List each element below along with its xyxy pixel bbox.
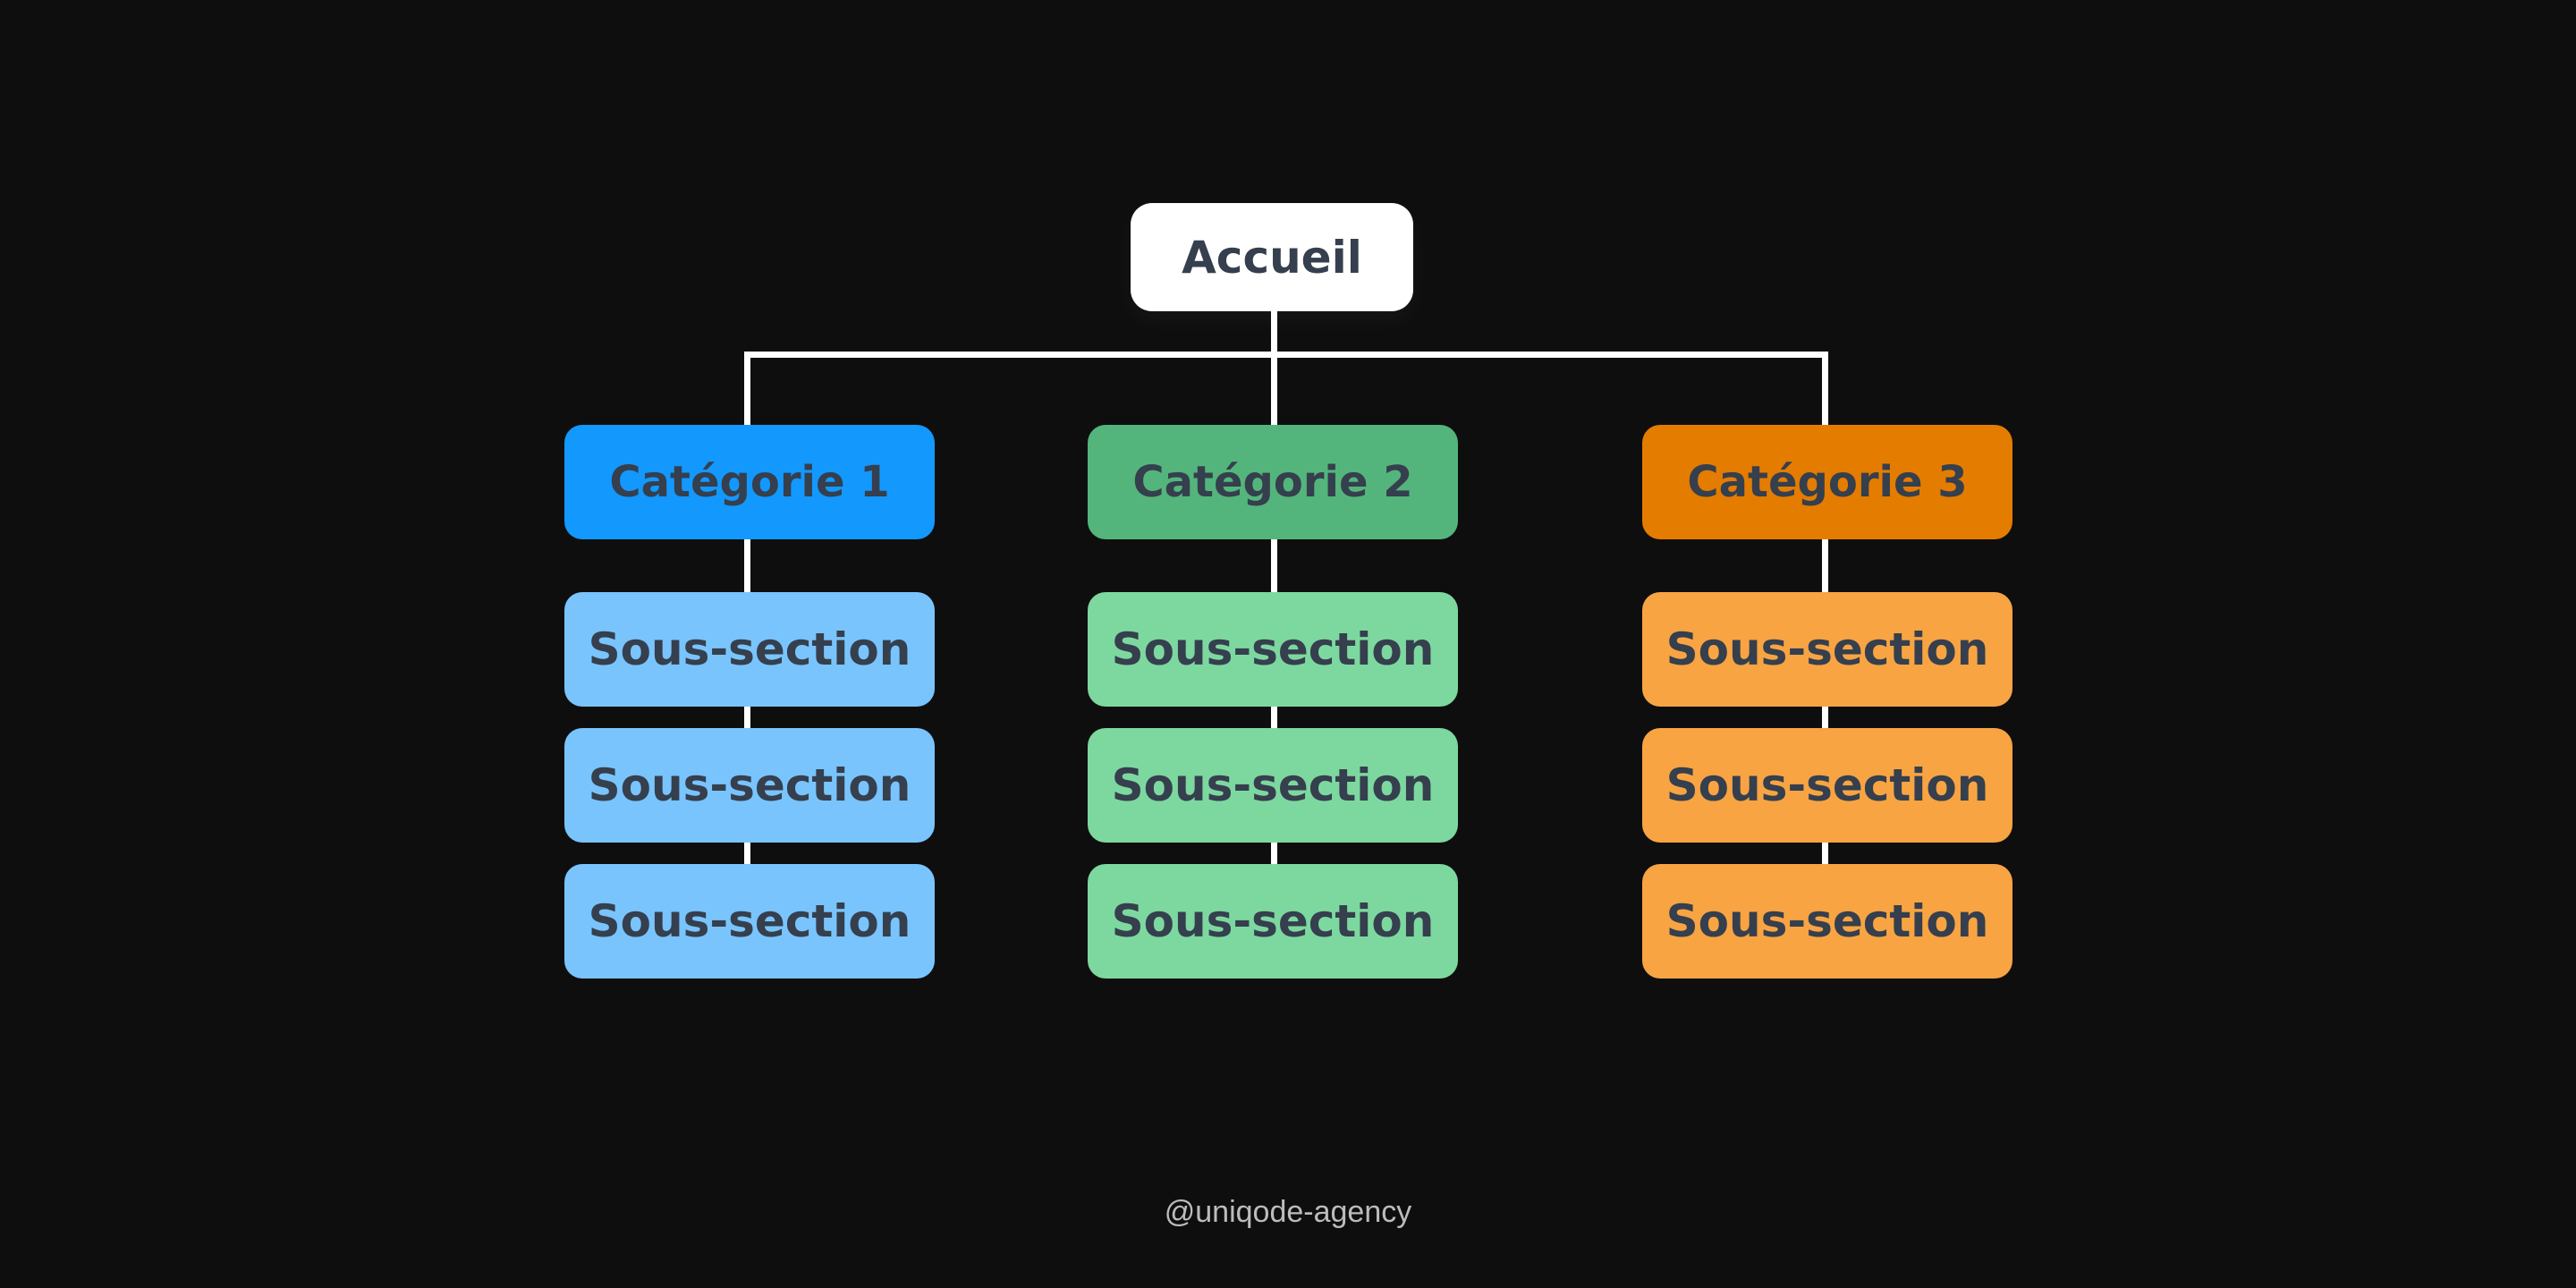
node-subsection-3-1[interactable]: Sous-section (1642, 592, 2012, 707)
node-accueil-label: Accueil (1182, 231, 1362, 284)
node-subsection-label: Sous-section (1665, 623, 1989, 675)
node-subsection-label: Sous-section (588, 623, 911, 675)
node-subsection-label: Sous-section (1665, 759, 1989, 811)
node-subsection-label: Sous-section (588, 895, 911, 947)
node-subsection-label: Sous-section (1111, 895, 1435, 947)
node-category-3[interactable]: Catégorie 3 (1642, 425, 2012, 539)
node-subsection-label: Sous-section (588, 759, 911, 811)
connector-col3-drop (1822, 352, 1828, 426)
node-subsection-1-1[interactable]: Sous-section (564, 592, 935, 707)
node-accueil[interactable]: Accueil (1131, 203, 1413, 311)
node-subsection-3-3[interactable]: Sous-section (1642, 864, 2012, 979)
node-category-3-label: Catégorie 3 (1687, 457, 1968, 507)
connector-root-trunk (1271, 310, 1277, 357)
node-category-1-label: Catégorie 1 (609, 457, 890, 507)
node-subsection-1-3[interactable]: Sous-section (564, 864, 935, 979)
node-subsection-2-1[interactable]: Sous-section (1088, 592, 1458, 707)
node-subsection-2-3[interactable]: Sous-section (1088, 864, 1458, 979)
connector-horizontal-bar (744, 352, 1828, 358)
node-subsection-label: Sous-section (1665, 895, 1989, 947)
node-subsection-3-2[interactable]: Sous-section (1642, 728, 2012, 843)
node-subsection-1-2[interactable]: Sous-section (564, 728, 935, 843)
connector-col2-drop (1271, 352, 1277, 426)
node-subsection-label: Sous-section (1111, 623, 1435, 675)
node-subsection-label: Sous-section (1111, 759, 1435, 811)
node-category-2[interactable]: Catégorie 2 (1088, 425, 1458, 539)
connector-col1-drop (744, 352, 750, 426)
node-category-1[interactable]: Catégorie 1 (564, 425, 935, 539)
node-category-2-label: Catégorie 2 (1132, 457, 1413, 507)
footer-handle: @uniqode-agency (1164, 1195, 1412, 1229)
node-subsection-2-2[interactable]: Sous-section (1088, 728, 1458, 843)
